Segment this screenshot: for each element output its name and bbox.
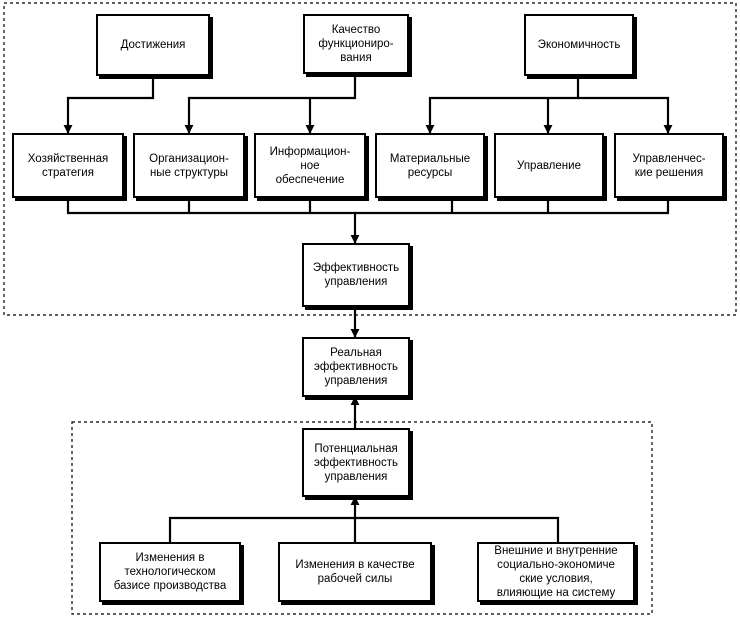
tech-changes-box: Изменения в технологическом базисе произ… [99, 542, 241, 602]
management-box: Управление [494, 133, 604, 198]
real-efficiency-box: Реальная эффективность управления [302, 337, 410, 397]
upper-group-frame [3, 2, 737, 316]
management-efficiency-box: Эффективность управления [302, 243, 410, 307]
info-support-box: Информацион- ное обеспечение [254, 133, 366, 198]
quality-box: Качество функциониро- вания [303, 14, 409, 74]
connector-middle-bus [66, 198, 670, 215]
connector-bottom-bus [168, 516, 560, 542]
management-decisions-box: Управленчес- кие решения [614, 133, 724, 198]
workforce-changes-box: Изменения в качестве рабочей силы [278, 542, 432, 602]
connector-economy-branch [425, 76, 580, 134]
lower-group-frame [71, 421, 653, 615]
achievements-box: Достижения [96, 14, 210, 76]
economy-box: Экономичность [524, 14, 634, 76]
connector-achievements-strategy [63, 76, 155, 134]
connector-quality-branch [184, 74, 357, 134]
external-conditions-box: Внешние и внутренние социально-экономиче… [477, 542, 635, 602]
strategy-box: Хозяйственная стратегия [12, 133, 124, 198]
material-resources-box: Материальные ресурсы [375, 133, 485, 198]
potential-efficiency-box: Потенциальная эффективность управления [302, 428, 410, 497]
org-structures-box: Организацион- ные структуры [133, 133, 245, 198]
connector-economy-decisions [578, 96, 673, 134]
